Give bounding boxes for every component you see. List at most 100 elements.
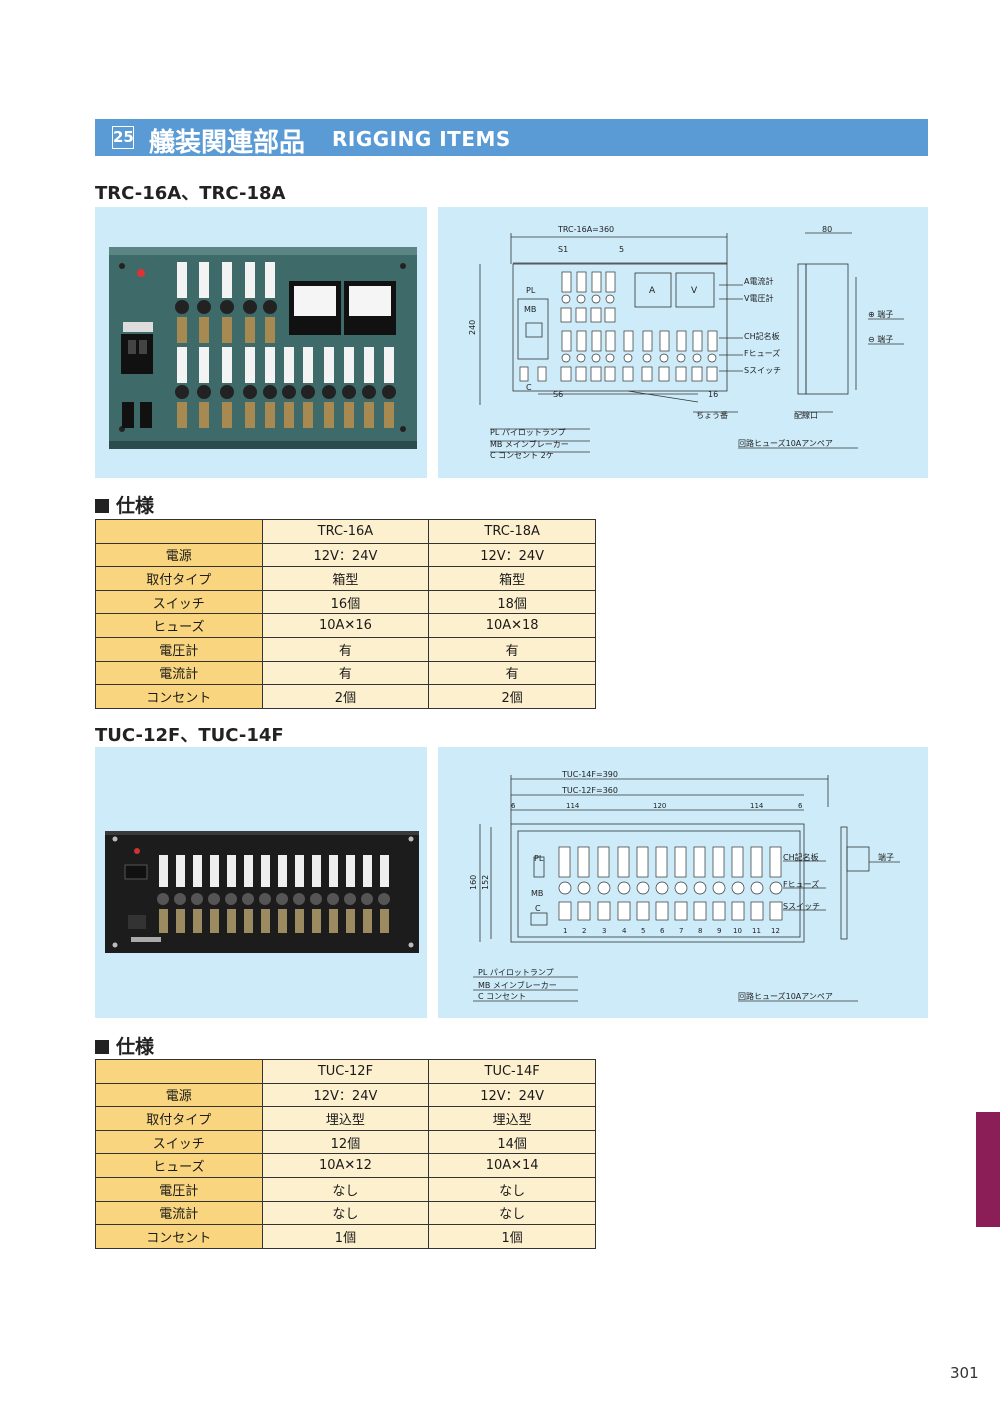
table-cell: なし [428,1176,596,1202]
table-cell: 12V：24V [428,1082,596,1108]
trc-s1-label: S1 [558,245,568,254]
table-row: 取付タイプ箱型箱型 [95,566,596,591]
trc-callout-s: Sスイッチ [744,366,781,375]
table-column-header: TUC-12F [261,1059,430,1084]
table-cell: 1個 [428,1224,596,1249]
table-row: 電圧計有有 [95,636,596,662]
table-cell: 有 [261,660,430,686]
chapter-side-tab [976,1112,1000,1227]
tuc-num-6: 6 [660,927,665,935]
table-cell: 有 [261,636,430,662]
square-bullet-icon [95,499,109,513]
trc-mb-label: MB [524,305,536,314]
trc-pl-label: PL [526,286,536,295]
table-cell: 18個 [428,589,596,615]
table-row: 電流計なしなし [95,1200,596,1226]
row-label: 電源 [95,1082,263,1108]
product-title-trc: TRC-16A、TRC-18A [95,183,286,204]
trc-depth-dim: 80 [822,225,832,234]
table-cell: 1個 [261,1224,430,1249]
tuc-height-outer: 160 [469,875,478,890]
tuc-dim-114a: 114 [566,802,580,810]
tuc-num-3: 3 [602,927,606,935]
tuc-mb-label: MB [531,889,543,898]
trc-wiring-port-label: 配線口 [794,410,818,420]
tuc-dimension-diagram: TUC-14F=390 TUC-12F=360 6 114 120 114 6 … [469,770,900,1002]
table-cell: 2個 [428,684,596,709]
tuc-num-7: 7 [679,927,683,935]
tuc-dim-114b: 114 [750,802,764,810]
table-cell: 埋込型 [428,1106,596,1131]
diagram-panel-trc: TRC-16A=360 80 240 S1 5 S6 16 PL MB C A … [438,207,928,478]
table-cell: 埋込型 [261,1106,430,1131]
row-label: コンセント [95,684,263,709]
tuc-num-9: 9 [717,927,721,935]
table-column-header: TUC-14F [428,1059,596,1084]
row-label: 取付タイプ [95,1106,263,1131]
table-cell: 10A✕16 [261,613,430,638]
tuc-c-label: C [535,904,541,913]
tuc-dim-right: 6 [798,802,803,810]
trc-s6-label: S6 [553,390,563,399]
table-column-header: TRC-16A [261,519,430,544]
product-title-tuc: TUC-12F、TUC-14F [95,725,284,746]
table-cell: 箱型 [428,566,596,591]
table-cell: なし [261,1176,430,1202]
photo-panel-tuc [95,747,427,1018]
tuc14-width-dim: TUC-14F=390 [561,770,618,779]
tuc-num-10: 10 [733,927,742,935]
trc-hinge-label: ちょう番 [696,410,728,420]
tuc-num-1: 1 [563,927,567,935]
table-cell: 10A✕14 [428,1153,596,1178]
table-cell: 10A✕18 [428,613,596,638]
table-column-header: TRC-18A [428,519,596,544]
table-cell: 箱型 [261,566,430,591]
trc-callout-v: V電圧計 [744,293,773,303]
tuc-legend-pl: PL パイロットランプ [478,968,554,977]
table-corner-cell [95,519,263,544]
trc-v-meter-label: V [691,286,698,296]
table-corner-cell [95,1059,263,1084]
row-label: 電流計 [95,1200,263,1226]
tuc-legend-c: C コンセント [478,992,526,1001]
table-cell: 2個 [261,684,430,709]
table-row: 取付タイプ埋込型埋込型 [95,1106,596,1131]
section-banner: 25 艤装関連部品 RIGGING ITEMS [95,119,928,158]
table-cell: 14個 [428,1129,596,1155]
trc-callout-f: Fヒューズ [744,348,780,358]
tuc-num-5: 5 [641,927,645,935]
row-label: 取付タイプ [95,566,263,591]
tuc-num-4: 4 [622,927,627,935]
trc-terminal-minus: ⊖ 端子 [868,334,893,344]
trc-photo-image [109,247,417,449]
table-cell: 12個 [261,1129,430,1155]
table-cell: なし [261,1200,430,1226]
table-cell: 12V：24V [261,542,430,568]
tuc-pl-label: PL [534,854,544,863]
trc-s16-label: 16 [708,390,718,399]
table-cell: 16個 [261,589,430,615]
tuc-callout-ch: CH記名板 [783,852,819,862]
trc-callout-a: A電流計 [744,276,773,286]
tuc-dim-left: 6 [511,802,516,810]
row-label: ヒューズ [95,1153,263,1178]
tuc12-width-dim: TUC-12F=360 [561,786,618,795]
trc-legend-mb: MB メインブレーカー [490,439,569,449]
tuc-dim-120: 120 [653,802,666,810]
square-bullet-icon [95,1040,109,1054]
tuc-num-12: 12 [771,927,780,935]
trc-c-label: C [526,383,532,392]
spec-heading-text: 仕様 [116,1036,155,1058]
diagram-panel-tuc: TUC-14F=390 TUC-12F=360 6 114 120 114 6 … [438,747,928,1018]
row-label: 電源 [95,542,263,568]
tuc-num-2: 2 [582,927,586,935]
trc-fuse-note: 回路ヒューズ10Aアンペア [738,438,833,448]
